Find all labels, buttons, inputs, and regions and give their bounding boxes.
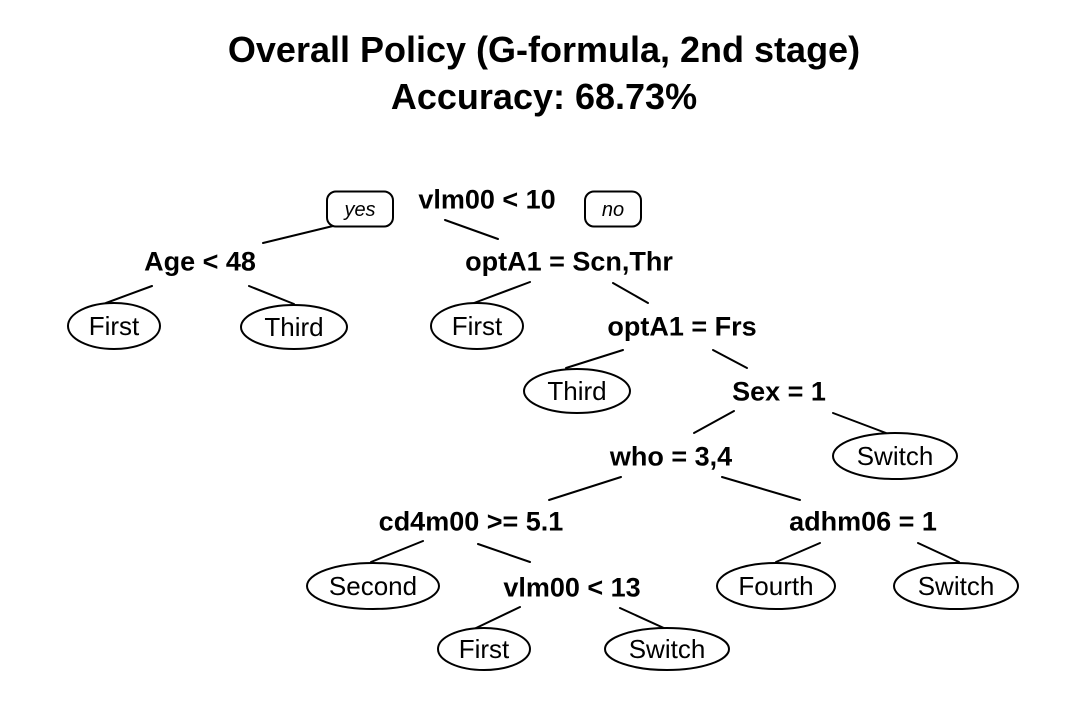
leaf-label-second: Second (329, 571, 417, 601)
edge-age-to-first-l (105, 285, 153, 304)
edge-vlm13-to-switch-b (619, 607, 667, 630)
split-label-who: who = 3,4 (609, 441, 732, 471)
edge-sex-to-who (693, 410, 735, 434)
leaf-ellipse-switch-r2 (893, 562, 1019, 610)
edge-sex-to-switch-r1 (832, 412, 887, 434)
edge-cd4-to-vlm13 (477, 543, 531, 563)
leaf-ellipse-second (306, 562, 440, 610)
leaf-ellipse-third-r (523, 368, 631, 414)
plot-title-line1: Overall Policy (G-formula, 2nd stage) (227, 29, 861, 70)
leaf-ellipse-switch-b (604, 627, 730, 671)
leaf-label-switch-r2: Switch (918, 571, 995, 601)
split-label-sex: Sex = 1 (732, 376, 826, 406)
edge-who-to-cd4 (548, 476, 622, 501)
edge-optfrs-to-sex (712, 349, 748, 369)
edge-age-to-third-l (248, 285, 295, 305)
edge-root-to-optscn (444, 219, 499, 240)
leaf-ellipse-first-b (437, 627, 531, 671)
branch-label-no-tag: no (602, 199, 624, 221)
branch-box-no-tag (584, 190, 642, 228)
split-label-optscn: optA1 = Scn,Thr (465, 246, 673, 276)
split-label-cd4: cd4m00 >= 5.1 (379, 506, 564, 536)
edge-root-to-age (262, 225, 334, 244)
edge-adhm-to-switch-r2 (917, 542, 960, 563)
leaf-label-first-b: First (459, 634, 510, 664)
split-label-optfrs: optA1 = Frs (607, 311, 756, 341)
leaf-label-switch-b: Switch (629, 634, 706, 664)
edge-cd4-to-second (370, 540, 424, 563)
split-label-root: vlm00 < 10 (418, 184, 555, 214)
edge-vlm13-to-first-b (473, 606, 521, 630)
leaf-label-third-r: Third (547, 376, 606, 406)
split-label-age: Age < 48 (144, 246, 256, 276)
leaf-ellipse-third-l (240, 304, 348, 350)
branch-label-yes-tag: yes (342, 199, 375, 221)
leaf-ellipse-fourth (716, 562, 836, 610)
plot-title: Overall Policy (G-formula, 2nd stage) Ac… (0, 26, 1088, 120)
plot-title-line2: Accuracy: 68.73% (390, 76, 698, 117)
edge-adhm-to-fourth (775, 542, 821, 563)
edge-optfrs-to-third-r (565, 349, 624, 369)
leaf-label-first-l: First (89, 311, 140, 341)
leaf-label-first-r: First (452, 311, 503, 341)
branch-box-yes-tag (326, 190, 394, 228)
split-label-adhm: adhm06 = 1 (789, 506, 937, 536)
edge-optscn-to-optfrs (612, 282, 649, 304)
leaf-label-switch-r1: Switch (857, 441, 934, 471)
edge-optscn-to-first-r (473, 281, 531, 304)
split-label-vlm13: vlm00 < 13 (503, 572, 640, 602)
leaf-ellipse-first-r (430, 302, 524, 350)
leaf-ellipse-switch-r1 (832, 432, 958, 480)
leaf-ellipse-first-l (67, 302, 161, 350)
edge-who-to-adhm (721, 476, 801, 501)
leaf-label-third-l: Third (264, 312, 323, 342)
leaf-label-fourth: Fourth (738, 571, 813, 601)
